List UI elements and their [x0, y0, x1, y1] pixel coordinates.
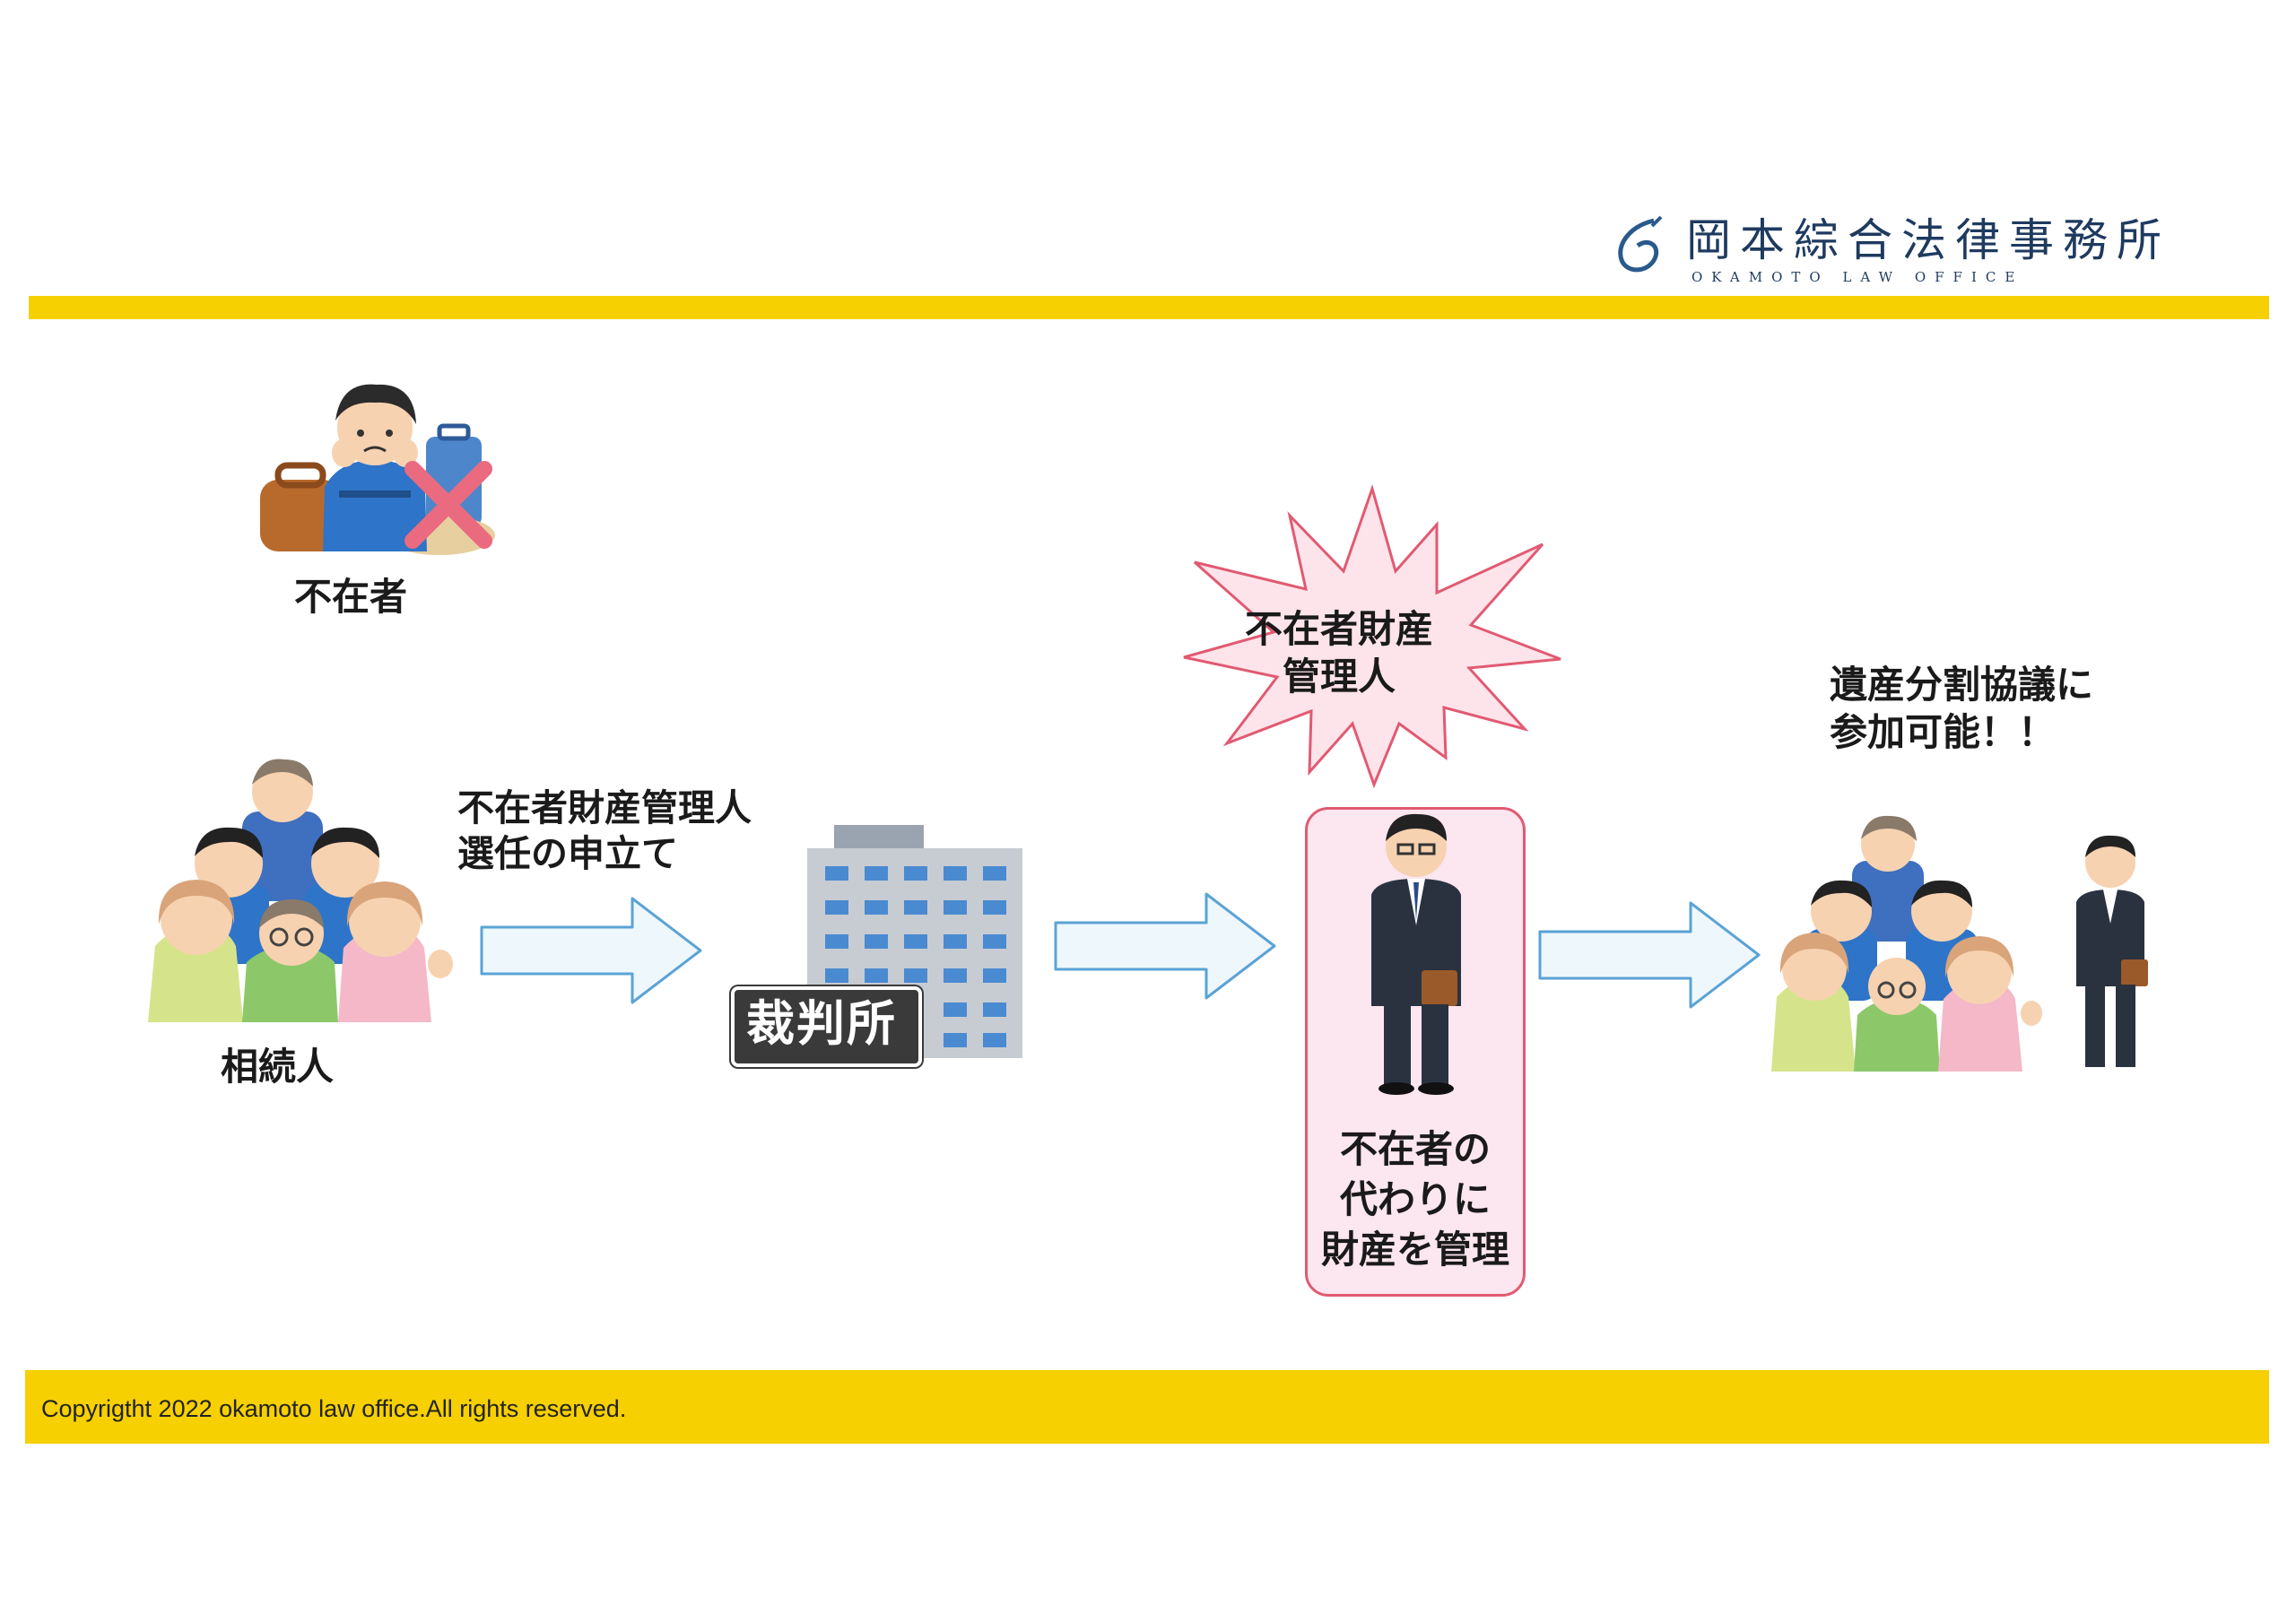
result-line-1: 遺産分割協議に [1830, 663, 2094, 707]
header-band [29, 296, 2269, 319]
court-sign-text: 裁判所 [746, 995, 897, 1052]
petition-text: 不在者財産管理人 選任の申立て [457, 785, 752, 878]
heirs-with-lawyer-icon [1771, 815, 2148, 1072]
copyright-text: Copyrigtht 2022 okamoto law office.All r… [41, 1395, 627, 1422]
court-sign [731, 986, 922, 1067]
absentee-label: 不在者 [294, 575, 408, 619]
logo-name-en: OKAMOTO LAW OFFICE [1692, 269, 2024, 285]
manager-role-line-1: 不在者の [1339, 1127, 1491, 1171]
burst-icon [1183, 484, 1561, 789]
heirs-label: 相続人 [221, 1045, 335, 1089]
manager-title-line-2: 管理人 [1283, 654, 1396, 699]
petition-line-2: 選任の申立て [457, 832, 678, 876]
logo-name-jp: 岡本綜合法律事務所 [1686, 214, 2170, 266]
manager-role-line-2: 代わりに [1339, 1176, 1491, 1221]
manager-title: 不在者財産 管理人 [1245, 606, 1433, 700]
footer-band [25, 1370, 2269, 1444]
absentee-person-icon [260, 384, 495, 555]
manager-title-line-1: 不在者財産 [1245, 607, 1434, 651]
arrow-right-icon [1538, 901, 1761, 1009]
heirs-group-icon [148, 759, 453, 1022]
lawyer-person-icon [1371, 813, 1461, 1095]
logo-mark-icon [1618, 215, 1663, 273]
arrow-right-icon [1054, 892, 1276, 1000]
result-text: 遺産分割協議に 参加可能！！ [1830, 662, 2093, 756]
arrow-right-icon [480, 897, 702, 1004]
manager-role: 不在者の 代わりに 財産を管理 [1312, 1124, 1518, 1275]
manager-role-line-3: 財産を管理 [1320, 1227, 1509, 1271]
petition-line-1: 不在者財産管理人 [457, 786, 752, 829]
result-line-2: 参加可能！！ [1830, 709, 2057, 754]
